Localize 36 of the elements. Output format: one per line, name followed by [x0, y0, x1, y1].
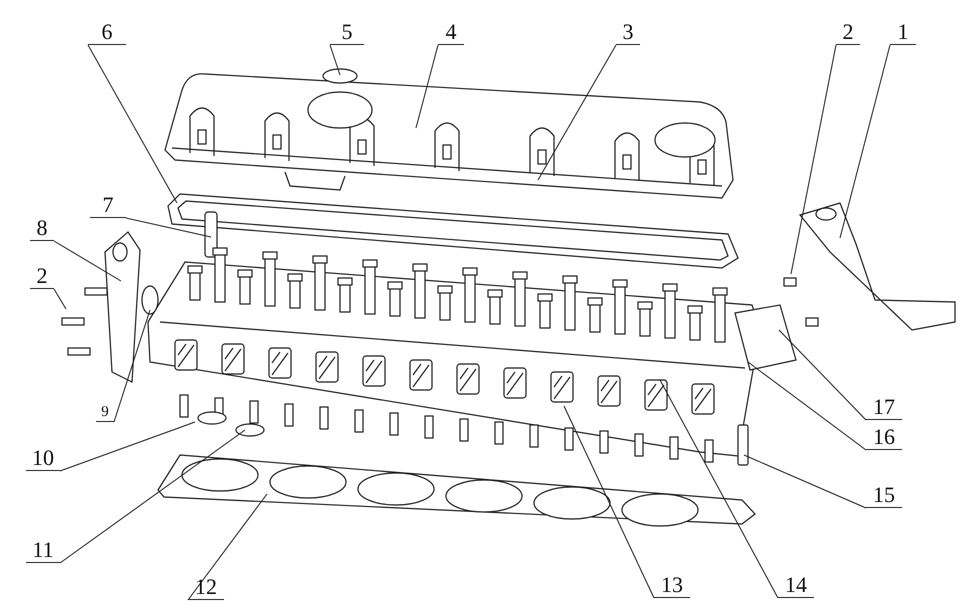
callout-number: 2: [836, 20, 860, 45]
callout-number: 14: [778, 573, 814, 598]
callout-number: 4: [438, 20, 464, 45]
callout-number: 9: [96, 404, 114, 422]
leader-line: [778, 330, 866, 420]
leader-line: [790, 44, 836, 274]
callout-number: 8: [30, 216, 54, 241]
leader-line: [564, 406, 654, 598]
leader-line: [54, 288, 66, 310]
leader-line: [330, 44, 340, 76]
callout-number: 3: [616, 20, 640, 45]
leader-line: [660, 380, 778, 598]
leader-line: [126, 218, 212, 238]
leader-line: [60, 430, 246, 564]
callout-number: 6: [88, 20, 126, 45]
leader-line: [538, 44, 616, 180]
leader-line: [60, 422, 196, 472]
callout-number: 5: [330, 20, 364, 45]
callout-number: 7: [90, 193, 126, 218]
callout-number: 1: [890, 20, 916, 45]
leader-line: [188, 494, 268, 600]
leader-line: [54, 240, 122, 282]
leader-line: [88, 44, 178, 204]
callout-number: 16: [866, 425, 902, 450]
leader-line: [840, 44, 890, 238]
callout-number: 13: [654, 573, 690, 598]
callout-number: 11: [26, 538, 60, 563]
leader-line: [416, 44, 438, 128]
leader-line: [114, 310, 150, 422]
callout-number: 15: [866, 483, 902, 508]
leader-line: [748, 362, 866, 450]
callout-number: 10: [26, 446, 60, 471]
callout-number: 12: [188, 575, 224, 600]
callout-number: 2: [30, 264, 54, 289]
leader-line: [744, 454, 866, 508]
callout-number: 17: [866, 395, 902, 420]
